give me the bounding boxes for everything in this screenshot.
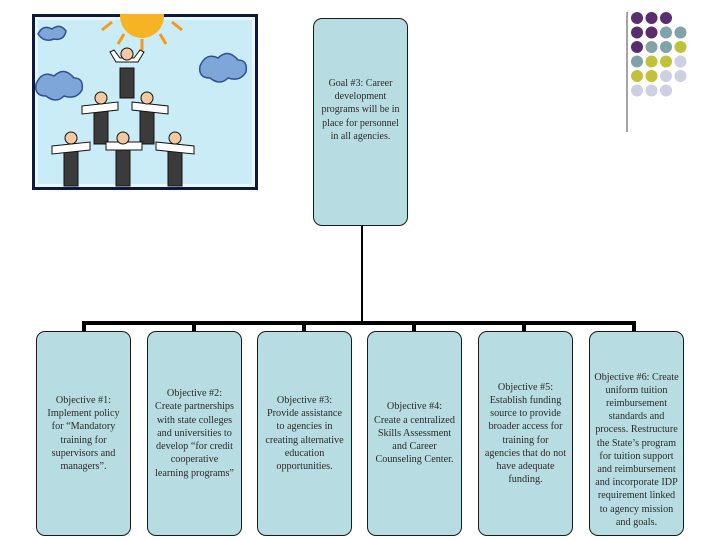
decorative-dot-grid-icon: [600, 8, 720, 133]
decor-dot: [674, 55, 687, 68]
goal-box: Goal #3: Career development programs wil…: [313, 18, 408, 226]
objective-text: Objective #4: Create a centralized Skill…: [374, 401, 455, 466]
objective-text: Objective #5: Establish funding source t…: [484, 381, 567, 486]
goal-connector-line: [361, 226, 363, 322]
objective-text: Objective #3: Provide assistance to agen…: [265, 394, 344, 472]
objective-3-connector: [302, 321, 306, 331]
objective-box-2: Objective #2: Create partnerships with s…: [147, 331, 242, 536]
objective-box-1: Objective #1: Implement policy for “Mand…: [36, 331, 131, 536]
objective-text: Objective #1: Implement policy for “Mand…: [47, 394, 120, 472]
objective-text: Objective #6: Create uniform tuition rei…: [594, 371, 679, 528]
decor-dot: [660, 70, 672, 82]
teamwork-pyramid-clipart-icon: [32, 0, 258, 190]
objective-2-connector: [192, 321, 196, 331]
decor-dot: [631, 12, 643, 24]
objective-1-connector: [82, 321, 86, 331]
horizontal-connector-line: [83, 321, 635, 325]
objective-text: Objective #2: Create partnerships with s…: [155, 388, 234, 479]
decor-dot: [660, 12, 672, 24]
goal-text: Goal #3: Career development programs wil…: [321, 78, 400, 142]
objective-box-4: Objective #4: Create a centralized Skill…: [367, 331, 462, 536]
objective-4-connector: [412, 321, 416, 331]
decor-dot: [645, 55, 658, 68]
decor-dot: [645, 84, 658, 97]
decor-dot: [674, 70, 687, 82]
objective-6-connector: [632, 321, 636, 331]
decor-dot: [631, 55, 643, 68]
decor-dot: [645, 41, 658, 53]
objective-box-5: Objective #5: Establish funding source t…: [478, 331, 573, 536]
decor-dot: [631, 41, 643, 53]
objective-box-6: Objective #6: Create uniform tuition rei…: [589, 331, 684, 536]
decor-dot: [660, 41, 672, 53]
decor-dot: [645, 12, 658, 24]
decor-dot: [660, 55, 672, 68]
objective-box-3: Objective #3: Provide assistance to agen…: [257, 331, 352, 536]
decor-dot: [645, 70, 658, 82]
decor-dot: [631, 26, 643, 39]
decor-dot: [660, 84, 672, 97]
decor-dot: [645, 26, 658, 39]
objective-5-connector: [522, 321, 526, 331]
decor-dot: [674, 26, 687, 39]
decor-dot: [674, 41, 687, 53]
decor-dot: [631, 84, 643, 97]
decor-dot: [631, 70, 643, 82]
decor-dot: [660, 26, 672, 39]
